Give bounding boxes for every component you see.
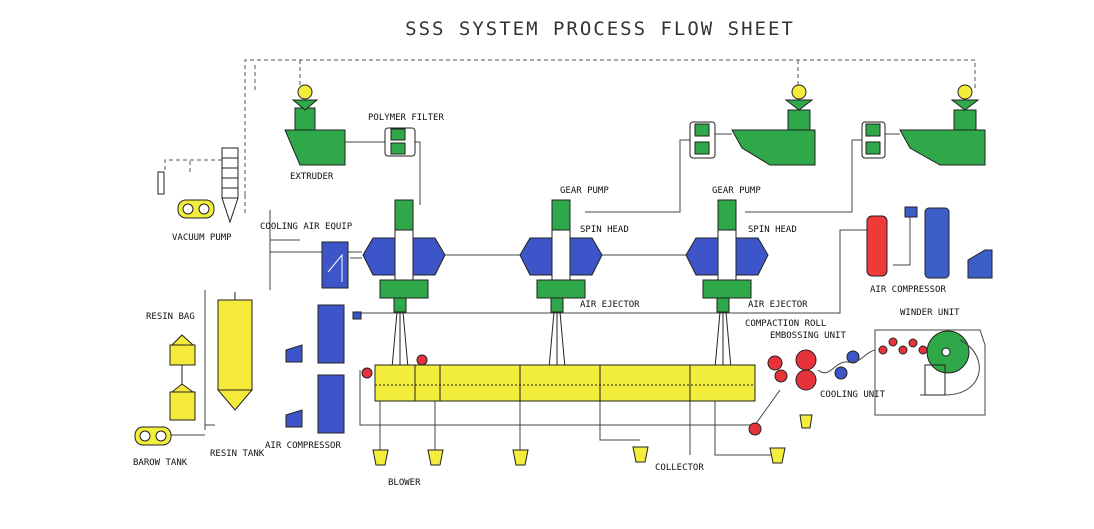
polymer-filter-2 <box>689 121 716 159</box>
pipe-resin-tank-to-extruder <box>204 210 271 430</box>
label-cooling-unit: COOLING UNIT <box>820 390 886 400</box>
label-spin-head-2: SPIN HEAD <box>748 225 797 235</box>
label-vacuum-pump: VACUUM PUMP <box>172 233 232 243</box>
embossing-unit <box>795 349 817 391</box>
air-compressor-left <box>285 304 362 434</box>
pipe-blower-header <box>379 400 775 456</box>
collector-conveyor <box>374 364 756 402</box>
cooling-unit <box>817 349 876 380</box>
control-line-left <box>244 65 256 215</box>
label-barow-tank: BAROW TANK <box>133 458 188 468</box>
label-air-compressor-right: AIR COMPRESSOR <box>870 285 946 295</box>
vacuum-pump <box>177 199 215 219</box>
pipe-web-return <box>359 370 781 426</box>
pipe-winder-frame <box>874 329 986 416</box>
label-winder-unit: WINDER UNIT <box>900 308 960 318</box>
winder-unit <box>878 330 980 396</box>
pipe-air-ejector-line <box>360 229 870 314</box>
cooling-air-equip <box>321 241 349 289</box>
control-line-top <box>244 59 976 195</box>
label-extruder: EXTRUDER <box>290 172 334 182</box>
polymer-filter-3 <box>861 121 886 159</box>
spin-head-3 <box>685 199 769 369</box>
diagram-title: SSS SYSTEM PROCESS FLOW SHEET <box>405 18 795 40</box>
extruder-1 <box>284 84 346 166</box>
label-air-ejector-2: AIR EJECTOR <box>748 300 808 310</box>
label-resin-bag: RESIN BAG <box>146 312 195 322</box>
spin-head-1 <box>362 199 446 369</box>
pipe-filter-2-to-head-2 <box>585 139 690 213</box>
pipe-barow-to-tank <box>170 424 215 436</box>
label-air-compressor-left: AIR COMPRESSOR <box>265 441 341 451</box>
label-embossing-unit: EMBOSSING UNIT <box>770 331 846 341</box>
barow-tank <box>134 426 172 446</box>
label-resin-tank: RESIN TANK <box>210 449 265 459</box>
compaction-roll <box>767 355 788 383</box>
label-cooling-air-equip: COOLING AIR EQUIP <box>260 222 353 232</box>
label-air-ejector-1: AIR EJECTOR <box>580 300 640 310</box>
pipe-compressor-top <box>893 215 911 266</box>
label-gear-pump-2: GEAR PUMP <box>712 186 761 196</box>
pipe-filter-to-head-1 <box>415 141 421 205</box>
spin-head-2 <box>519 199 603 369</box>
label-polymer-filter: POLYMER FILTER <box>368 113 444 123</box>
polymer-filter-1 <box>384 127 416 157</box>
label-collector: COLLECTOR <box>655 463 704 473</box>
conveyor-rolls <box>361 354 762 436</box>
filter-tower <box>157 147 239 224</box>
control-line-vacuum <box>164 159 230 172</box>
resin-bag <box>169 334 196 421</box>
blowers <box>372 414 813 466</box>
label-blower: BLOWER <box>388 478 421 488</box>
label-spin-head-1: SPIN HEAD <box>580 225 629 235</box>
extruder-3 <box>899 84 986 166</box>
label-compaction-roll: COMPACTION ROLL <box>745 319 827 329</box>
air-compressor-right <box>866 206 993 279</box>
extruder-2 <box>731 84 816 166</box>
resin-tank <box>216 292 254 411</box>
label-gear-pump-1: GEAR PUMP <box>560 186 609 196</box>
pipe-filter-3-to-head-3 <box>745 139 862 213</box>
